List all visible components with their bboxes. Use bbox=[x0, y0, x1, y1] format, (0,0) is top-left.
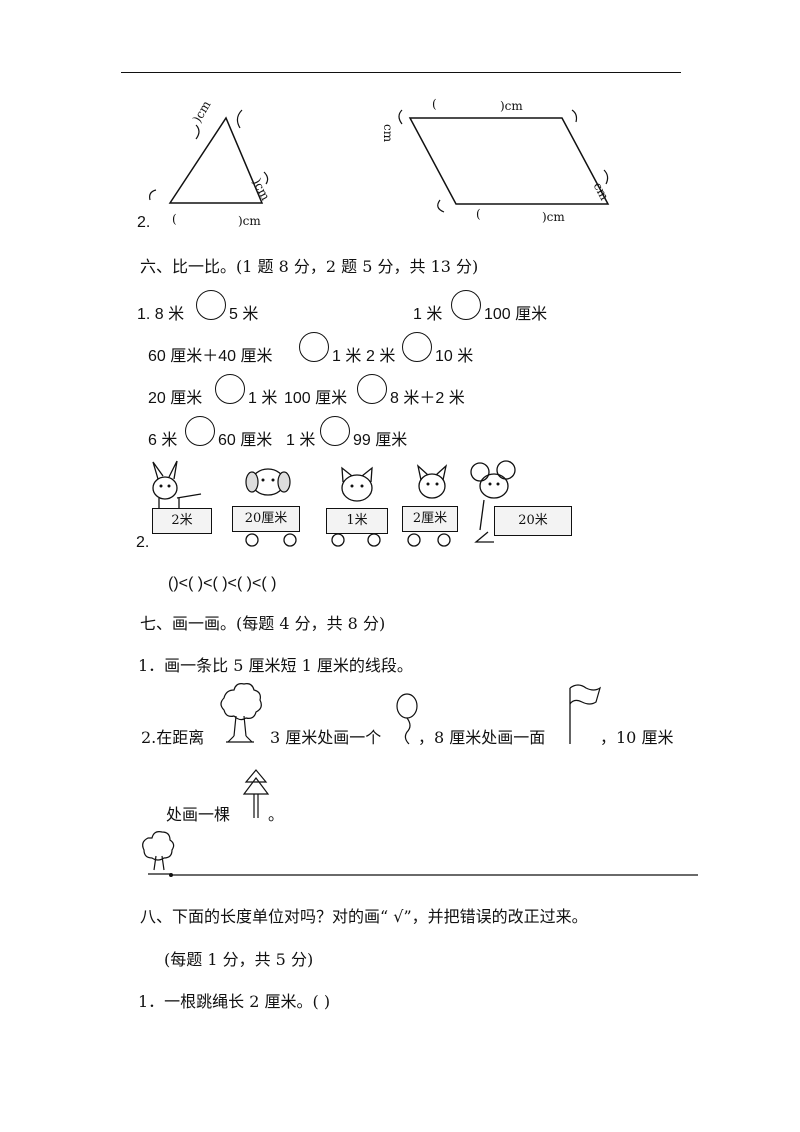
compare-4a-left: 6 米 bbox=[148, 432, 178, 449]
compare-1b-right: 100 厘米 bbox=[484, 306, 548, 323]
section7-q2-part6: 。 bbox=[268, 805, 285, 824]
drawing-baseline bbox=[169, 873, 698, 877]
parallelogram-top-label: )cm bbox=[500, 99, 523, 113]
compare-3b-left: 100 厘米 bbox=[284, 390, 348, 407]
card-2: 20厘米 bbox=[232, 506, 300, 532]
section8-q1: 1．一根跳绳长 2 厘米。( ) bbox=[138, 992, 331, 1011]
cat-icon bbox=[331, 466, 381, 547]
section7-q2-part2: 3 厘米处画一个 bbox=[270, 728, 382, 747]
parallelogram-figure bbox=[398, 109, 610, 213]
compare-4a-circle[interactable] bbox=[185, 416, 215, 446]
compare-4b-circle[interactable] bbox=[320, 416, 350, 446]
compare-1b-circle[interactable] bbox=[451, 290, 481, 320]
top-rule bbox=[121, 72, 681, 73]
parallelogram-top-open-paren: ( bbox=[432, 97, 437, 111]
card-3: 1米 bbox=[326, 508, 388, 534]
compare-3b-circle[interactable] bbox=[357, 374, 387, 404]
mouse-icon bbox=[470, 460, 516, 543]
small-tree-icon bbox=[142, 831, 175, 875]
shapes-question-number: 2. bbox=[137, 214, 151, 231]
compare-4b-left: 1 米 bbox=[286, 432, 316, 449]
compare-2a-right: 1 米 bbox=[332, 348, 362, 365]
section7-q1: 1．画一条比 5 厘米短 1 厘米的线段。 bbox=[138, 656, 413, 675]
fox-icon bbox=[407, 464, 451, 547]
compare-3a-left: 20 厘米 bbox=[148, 390, 203, 407]
triangle-bottom-label: )cm bbox=[238, 214, 261, 228]
card-4: 2厘米 bbox=[402, 506, 458, 532]
section8-subtitle: (每题 1 分，共 5 分) bbox=[164, 950, 314, 969]
parallelogram-bottom-label: )cm bbox=[542, 210, 565, 224]
rabbit-icon bbox=[152, 460, 202, 511]
compare-3b-right: 8 米＋2 米 bbox=[390, 390, 465, 407]
balloon-icon bbox=[396, 693, 418, 745]
compare-1a-circle[interactable] bbox=[196, 290, 226, 320]
section7-q2-part3: ，8 厘米处画一面 bbox=[418, 728, 546, 747]
section7-q2-part5: 处画一棵 bbox=[166, 805, 231, 824]
q2-number: 2. bbox=[136, 534, 150, 551]
card-1: 2米 bbox=[152, 508, 212, 534]
order-answer-line: ()<( )<( )<( )<( ) bbox=[168, 575, 277, 592]
compare-4b-right: 99 厘米 bbox=[353, 432, 408, 449]
compare-4a-right: 60 厘米 bbox=[218, 432, 273, 449]
compare-2a-left: 60 厘米＋40 厘米 bbox=[148, 348, 273, 365]
card-5: 20米 bbox=[494, 506, 572, 536]
compare-3a-right: 1 米 bbox=[248, 390, 278, 407]
compare-2b-circle[interactable] bbox=[402, 332, 432, 362]
compare-1a-right: 5 米 bbox=[229, 306, 259, 323]
compare-2a-circle[interactable] bbox=[299, 332, 329, 362]
section7-q2-part4: ，10 厘米 bbox=[600, 728, 674, 747]
parallelogram-bottom-open-paren: ( bbox=[476, 207, 481, 221]
compare-3a-circle[interactable] bbox=[215, 374, 245, 404]
compare-2b-left: 2 米 bbox=[366, 348, 396, 365]
flag-icon bbox=[569, 684, 602, 744]
section6-title: 六、比一比。(1 题 8 分，2 题 5 分，共 13 分) bbox=[140, 257, 479, 276]
compare-1a-left: 1. 8 米 bbox=[137, 306, 185, 323]
section8-title: 八、下面的长度单位对吗？对的画“ √”，并把错误的改正过来。 bbox=[140, 907, 588, 926]
section7-q2-part1: 2.在距离 bbox=[141, 728, 205, 747]
section7-title: 七、画一画。(每题 4 分，共 8 分) bbox=[140, 614, 386, 633]
compare-2b-right: 10 米 bbox=[435, 348, 474, 365]
triangle-figure bbox=[149, 109, 269, 204]
dog-icon bbox=[245, 468, 297, 547]
compare-1b-left: 1 米 bbox=[413, 306, 443, 323]
parallelogram-left-unit: cm bbox=[381, 124, 395, 143]
pine-tree-icon bbox=[242, 769, 270, 818]
triangle-bottom-open-paren: ( bbox=[172, 212, 177, 226]
tree-icon bbox=[220, 683, 262, 743]
